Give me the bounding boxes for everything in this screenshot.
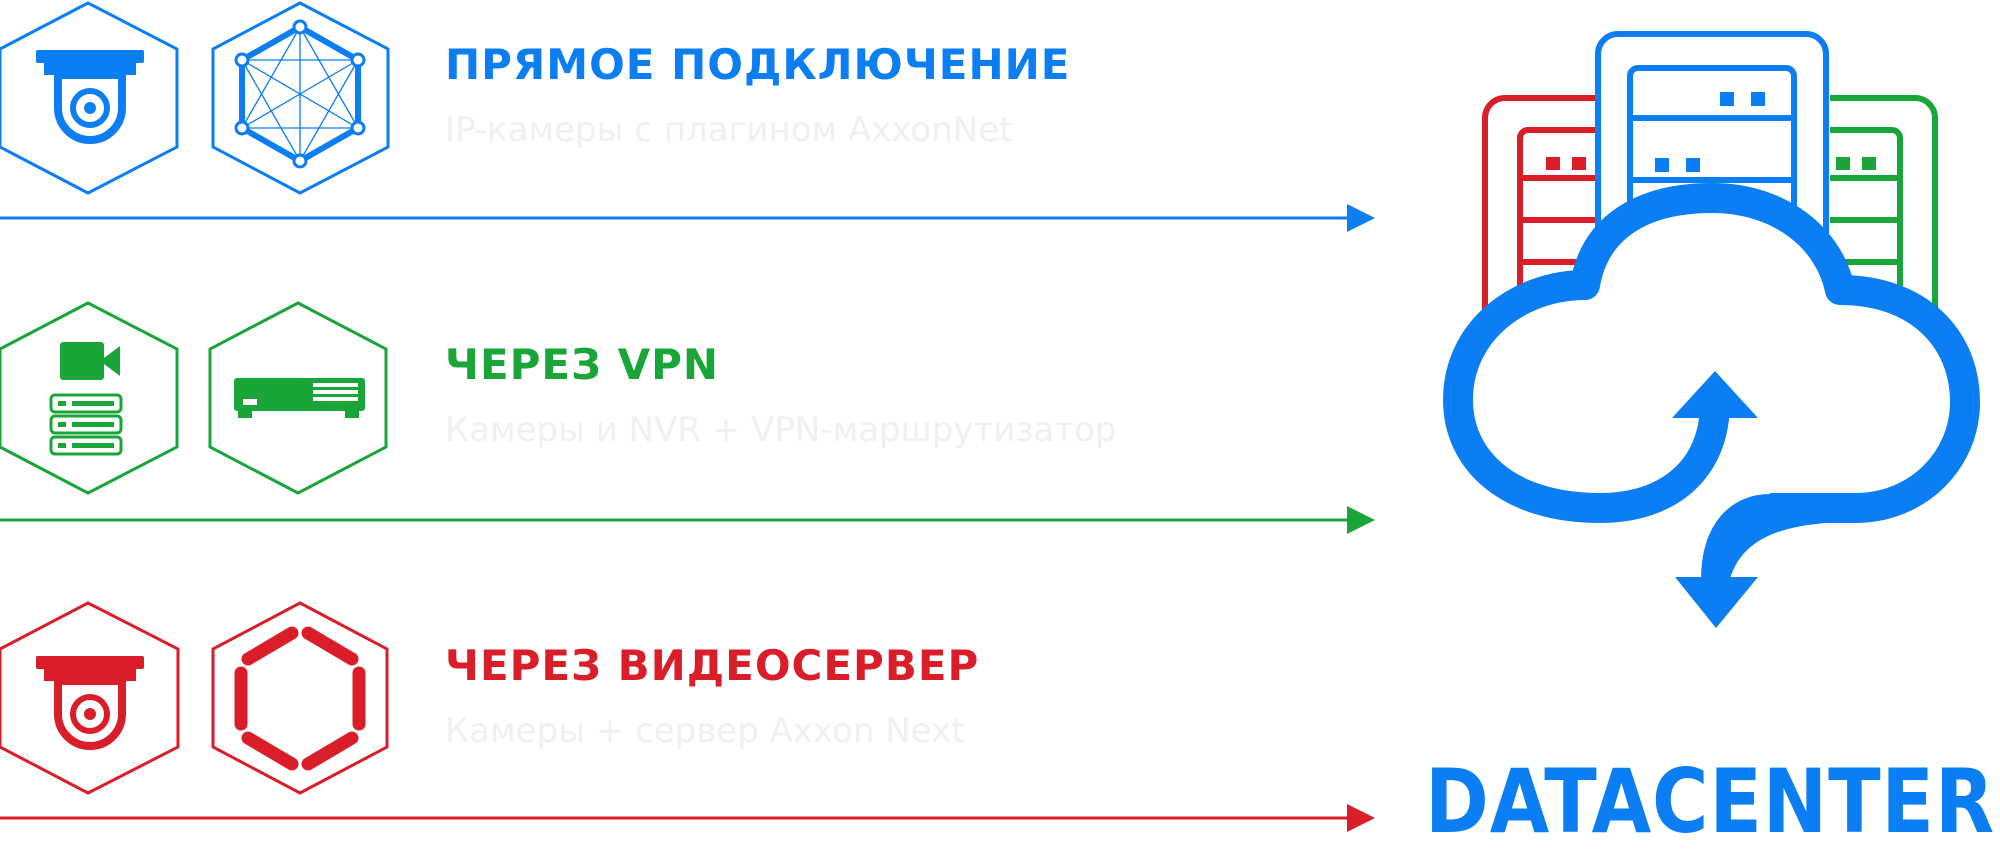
row-subtitle: Камеры + сервер Axxon Next bbox=[445, 711, 964, 751]
arrow-vpn bbox=[0, 506, 1375, 534]
row-videoserver: ЧЕРЕЗ ВИДЕОСЕРВЕР Камеры + сервер Axxon … bbox=[0, 601, 1375, 832]
dome-camera-hex bbox=[0, 601, 180, 795]
server-ring-hex bbox=[211, 601, 389, 795]
nvr-device-icon bbox=[234, 378, 365, 418]
video-camera-server-hex bbox=[0, 301, 179, 495]
dome-camera-icon bbox=[36, 50, 144, 144]
row-direct: ПРЯМОЕ ПОДКЛЮЧЕНИЕ IP-камеры с плагином … bbox=[0, 1, 1375, 232]
dome-camera-icon bbox=[36, 656, 144, 750]
server-ring-icon bbox=[234, 626, 366, 771]
row-title: ЧЕРЕЗ VPN bbox=[445, 340, 719, 389]
row-subtitle: Камеры и NVR + VPN-маршрутизатор bbox=[445, 410, 1116, 450]
network-mesh-icon bbox=[234, 19, 366, 169]
datacenter: DATACENTER bbox=[1425, 31, 1995, 849]
row-vpn: ЧЕРЕЗ VPN Камеры и NVR + VPN-маршрутизат… bbox=[0, 301, 1375, 534]
arrow-direct bbox=[0, 204, 1375, 232]
nvr-device-hex bbox=[208, 301, 388, 495]
row-title: ЧЕРЕЗ ВИДЕОСЕРВЕР bbox=[445, 641, 979, 690]
arrow-videoserver bbox=[0, 804, 1375, 832]
row-subtitle: IP-камеры с плагином AxxonNet bbox=[445, 110, 1012, 150]
datacenter-label: DATACENTER bbox=[1425, 750, 1995, 849]
cloud-sync-icon bbox=[1443, 183, 1980, 628]
dome-camera-hex bbox=[0, 1, 179, 195]
network-mesh-hex bbox=[211, 1, 390, 195]
video-camera-server-icon bbox=[49, 342, 123, 456]
row-title: ПРЯМОЕ ПОДКЛЮЧЕНИЕ bbox=[445, 40, 1070, 89]
